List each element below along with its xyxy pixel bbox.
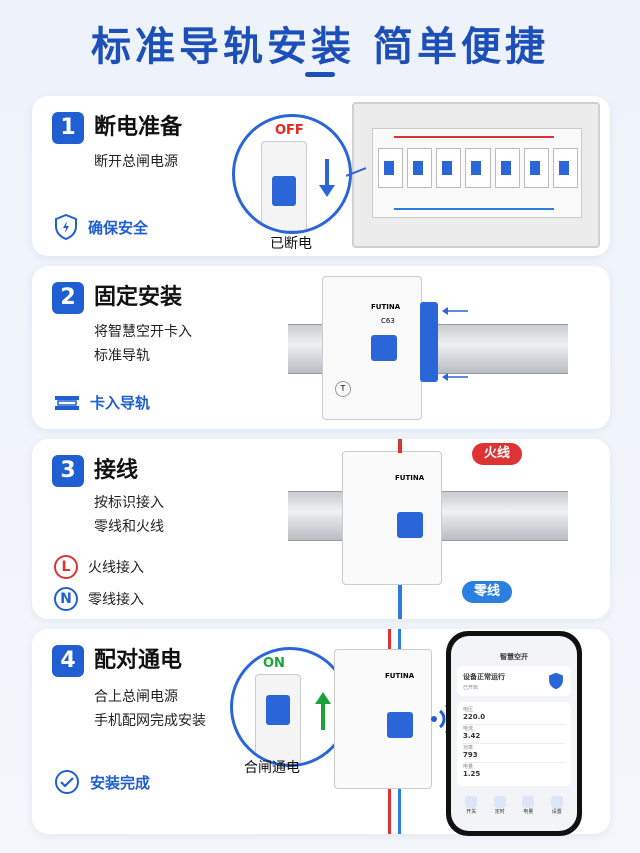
step-card-3: 3 接线 按标识接入零线和火线 L 火线接入 N 零线接入 FUTINA 火线 … [32,439,610,619]
step-title: 配对通电 [94,648,183,673]
arrow-left-icon [442,373,468,381]
arrow-left-icon [442,307,468,315]
live-l-icon: L [54,555,78,579]
zoom-caption: 合闸通电 [244,760,300,776]
step-desc: 按标识接入零线和火线 [94,495,164,535]
breaker-module: FUTINA [342,451,442,585]
step-card-1: 1 断电准备 断开总闸电源 确保安全 OFF 已断电 [32,96,610,256]
step-title: 固定安装 [94,285,183,310]
zoom-caption: 已断电 [270,236,312,252]
brand-label: FUTINA [371,303,401,311]
rail-clip [420,302,438,382]
neutral-wire [398,789,401,834]
breaker-icon [255,674,301,764]
app-title: 智慧空开 [500,653,528,661]
arrow-up-icon [315,692,331,730]
test-button: T [335,381,351,397]
bottom-nav: 开关 定时 电量 设置 [457,796,571,824]
brand-label: FUTINA [385,672,415,680]
live-wire [388,789,391,834]
check-circle-icon [55,770,79,794]
neutral-tag: 零线 [462,581,513,603]
breaker-module: FUTINA C63 T [322,276,422,420]
step-desc: 断开总闸电源 [94,154,178,170]
on-label: ON [263,656,285,671]
breaker-icon [261,141,307,231]
shield-icon [549,672,563,690]
neutral-wire [398,629,401,649]
status-card: 设备正常运行 已开启 [457,666,571,696]
distribution-box [352,102,600,248]
step-number: 1 [52,112,84,144]
tip-safe: 确保安全 [54,214,148,240]
step-number: 4 [52,645,84,677]
nav-item[interactable]: 开关 [465,796,478,824]
step-card-2: 2 固定安装 将智慧空开卡入标准导轨 卡入导轨 FUTINA C63 T [32,266,610,429]
nav-item[interactable]: 定时 [493,796,506,824]
nav-item[interactable]: 电量 [522,796,535,824]
din-rail-icon [55,395,79,410]
tip-live: L 火线接入 [54,555,144,579]
live-wire [398,439,402,453]
shield-icon [55,214,77,240]
brand-label: FUTINA [395,474,425,482]
breaker-off-zoom: OFF [232,114,352,234]
connector-line [346,167,366,177]
step-number: 3 [52,455,84,487]
off-label: OFF [275,123,304,138]
live-tag: 火线 [472,443,523,465]
tip-done: 安装完成 [54,769,150,795]
title-underline [305,72,335,77]
step-title: 断电准备 [94,115,183,140]
model-label: C63 [381,317,395,325]
step-desc: 合上总闸电源手机配网完成安装 [94,689,206,729]
tip-rail: 卡入导轨 [54,392,150,413]
breaker-on-zoom: ON [230,647,350,767]
arrow-down-icon [319,159,335,197]
nav-item[interactable]: 设置 [550,796,563,824]
tip-neutral: N 零线接入 [54,587,144,611]
neutral-n-icon: N [54,587,78,611]
neutral-wire [398,585,402,619]
page-title: 标准导轨安装 简单便捷 [91,24,549,70]
step-title: 接线 [94,458,139,483]
step-desc: 将智慧空开卡入标准导轨 [94,324,192,364]
live-wire [388,629,391,649]
step-number: 2 [52,282,84,314]
breaker-module: FUTINA [334,649,432,789]
